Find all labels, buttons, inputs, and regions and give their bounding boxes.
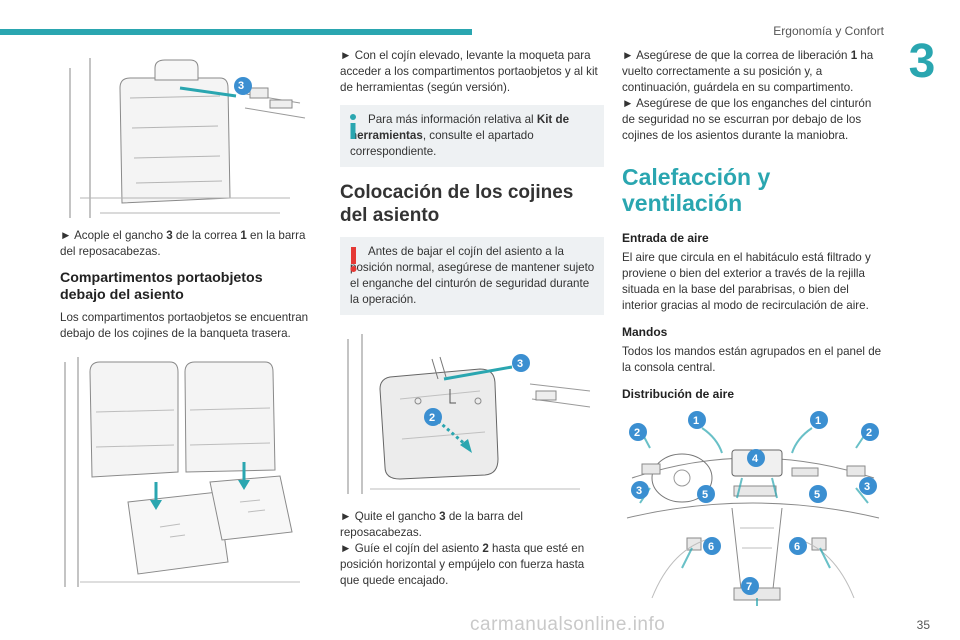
info-icon [350,114,356,139]
watermark: carmanualsonline.info [470,614,666,635]
figure-label-2: 2 [429,412,436,424]
column-3: Asegúrese de que la correa de liberación… [622,48,884,608]
chapter-number: 3 [908,35,936,88]
controls-text: Todos los mandos están agrupados en el p… [622,345,882,374]
label-vent-3-right: 3 [864,481,871,493]
distribution-labels: 1 1 2 2 3 3 4 5 5 6 6 7 [622,408,884,608]
label-vent-4: 4 [752,453,759,465]
label-vent-1-left: 1 [693,415,700,427]
label-vent-2-left: 2 [634,427,641,439]
step-release-strap: Asegúrese de que la correa de liberación… [622,48,884,96]
section-title: Ergonomía y Confort [773,24,884,38]
figure-label-3: 3 [517,358,524,370]
heading-heating-ventilation: Calefacción y ventilación [622,164,771,216]
label-vent-3-left: 3 [636,485,643,497]
figure-seat-strap: 3 [60,48,310,220]
info-note: Para más información relativa al Kit de … [340,105,604,167]
info-note-text: Para más información relativa al Kit de … [350,113,570,158]
subheading-air-distribution: Distribución de aire [622,387,735,401]
warning-note: Antes de bajar el cojín del asiento a la… [340,237,604,315]
figure-air-distribution: 1 1 2 2 3 3 4 5 5 6 6 7 [622,408,884,608]
figure-cushion-lowering: 3 2 [340,329,604,499]
label-vent-6-left: 6 [708,541,715,553]
figure-storage-compartments [60,352,310,592]
label-vent-7: 7 [746,581,753,593]
column-1: 3 Acople el gancho 3 de la correa 1 en l… [60,48,310,592]
air-intake-text: El aire que circula en el habitáculo est… [622,251,871,312]
step-check-belts: Asegúrese de que los enganches del cintu… [622,96,884,144]
label-vent-1-right: 1 [815,415,822,427]
warning-icon [350,247,357,272]
subheading-controls: Mandos [622,325,668,339]
label-vent-5-left: 5 [702,489,709,501]
page-number: 35 [916,618,930,632]
label-vent-6-right: 6 [794,541,801,553]
step-guide-cushion: Guíe el cojín del asiento 2 hasta que es… [340,541,604,589]
heading-storage-compartments: Compartimentos portaobjetos debajo del a… [60,270,263,303]
heading-seat-cushions: Colocación de los cojines del asiento [340,182,574,226]
storage-text: Los compartimentos portaobjetos se encue… [60,311,309,340]
label-vent-2-right: 2 [866,427,873,439]
step-attach-hook: Acople el gancho 3 de la correa 1 en la … [60,228,310,260]
step-remove-hook: Quite el gancho 3 de la barra del reposa… [340,509,604,541]
figure-label-3: 3 [238,80,245,92]
header-accent-bar [0,29,472,35]
label-vent-5-right: 5 [814,489,821,501]
column-2: Con el cojín elevado, levante la moqueta… [340,48,604,589]
warning-note-text: Antes de bajar el cojín del asiento a la… [350,245,595,306]
step-lift-carpet: Con el cojín elevado, levante la moqueta… [340,48,604,96]
subheading-air-intake: Entrada de aire [622,231,709,245]
